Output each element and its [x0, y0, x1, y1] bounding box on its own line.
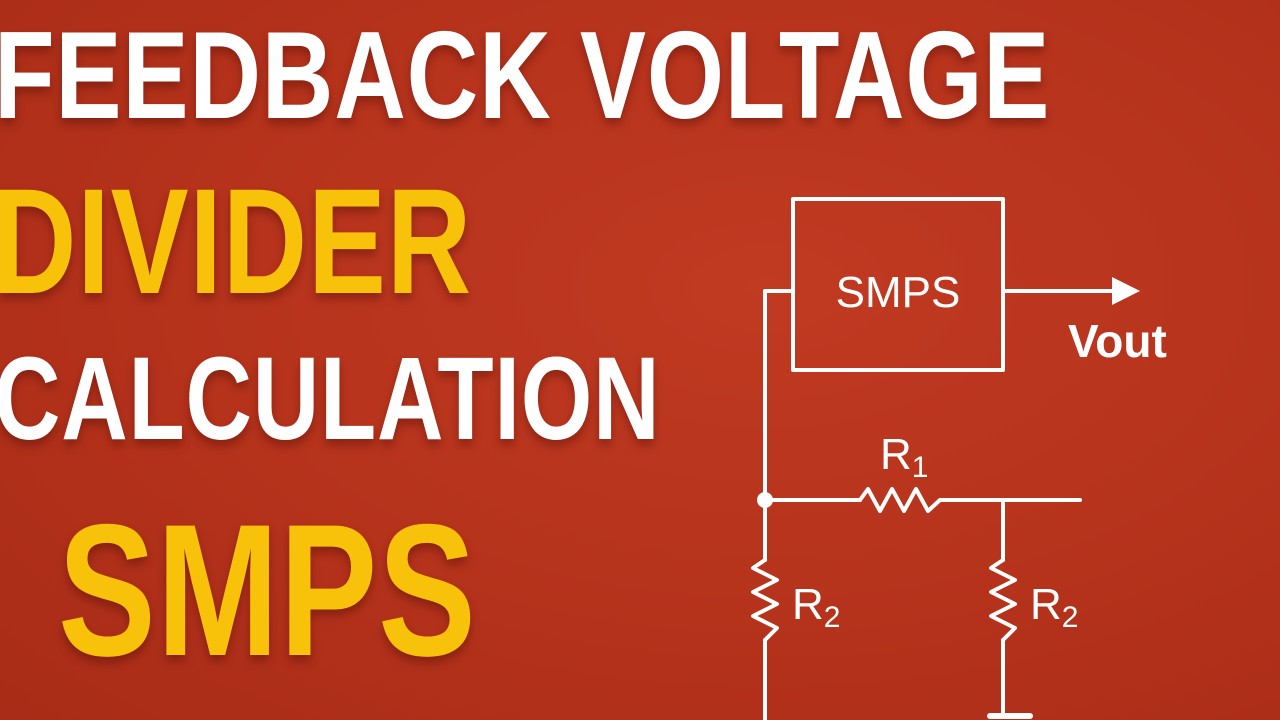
junction-node — [757, 492, 773, 508]
feedback-wire — [763, 289, 795, 502]
smps-block-label: SMPS — [836, 268, 961, 317]
r2-right-resistor — [989, 558, 1017, 642]
r1-label: R1 — [880, 430, 928, 484]
r2-right-label-main: R — [1030, 580, 1062, 629]
title-calculation: CALCULATION — [0, 333, 661, 465]
r2-left-label-sub: 2 — [824, 601, 841, 634]
r2-right-label: R2 — [1030, 580, 1078, 634]
r1-label-sub: 1 — [912, 451, 929, 484]
r2-left-label: R2 — [792, 580, 840, 634]
r1-resistor — [858, 487, 942, 513]
smps-block — [791, 197, 1005, 372]
title-feedback-voltage: FEEDBACK VOLTAGE — [0, 7, 1051, 145]
title-divider: DIVIDER — [0, 157, 473, 325]
r2-left-resistor — [751, 558, 779, 642]
output-arrow-icon — [1112, 277, 1140, 305]
r1-label-main: R — [880, 430, 912, 479]
r2-left-label-main: R — [792, 580, 824, 629]
r2-right-label-sub: 2 — [1062, 601, 1079, 634]
vout-label: Vout — [1068, 315, 1167, 367]
title-smps: SMPS — [58, 485, 477, 695]
